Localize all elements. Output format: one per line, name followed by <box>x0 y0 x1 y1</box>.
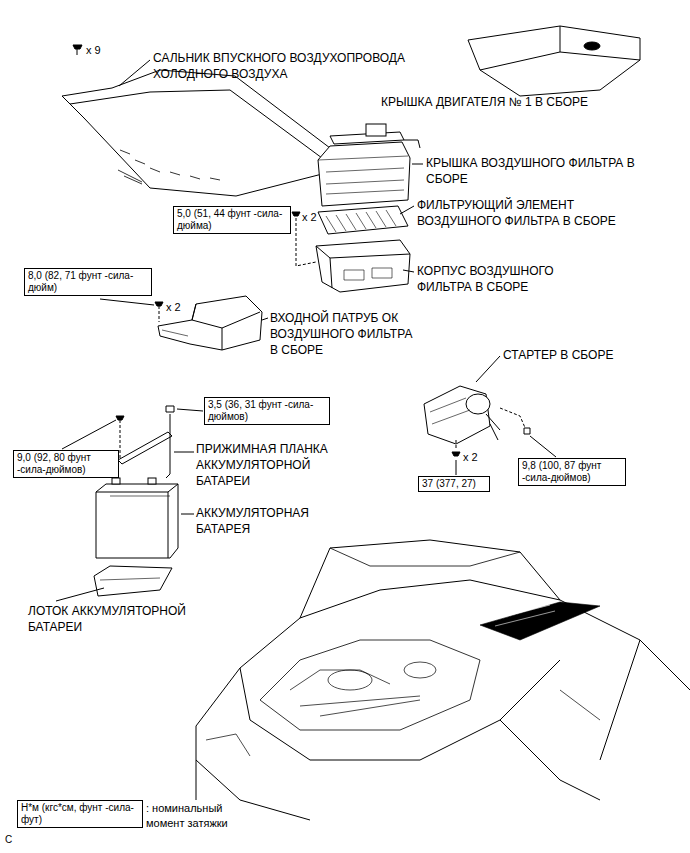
leader-line <box>56 588 104 601</box>
leader-line <box>177 409 203 411</box>
torque-box: 37 (377, 27) <box>418 476 490 492</box>
part-name: ПРИЖИМНАЯ ПЛАНКА АККУМУЛЯТОРНОЙ БАТАРЕИ <box>196 441 346 489</box>
battery <box>96 478 178 558</box>
torque-box: 5,0 (51, 44 фунт -сила-дюйма) <box>173 206 291 234</box>
torque-value: 5,0 (51, 44 фунт -сила-дюйма) <box>177 208 287 232</box>
part-name: ВХОДНОЙ ПАТРУБ ОК ВОЗДУШНОГО ФИЛЬТРА В С… <box>270 310 420 358</box>
part-name: САЛЬНИК ВПУСКНОГО ВОЗДУХОПРОВОДА ХОЛОДНО… <box>153 50 453 82</box>
torque-box: Н*м (кгс*см, фунт -сила-фут) <box>17 800 143 828</box>
torque-value: 3,5 (36, 31 фунт -сила-дюймов) <box>208 399 326 423</box>
quantity-note: x 2 <box>302 210 317 225</box>
part-name: : номинальный момент затяжки <box>146 801 251 831</box>
part-name: ФИЛЬТРУЮЩИЙ ЭЛЕМЕНТ ВОЗДУШНОГО ФИЛЬТРА В… <box>417 197 642 229</box>
torque-value: 9,8 (100, 87 фунт -сила-дюймов) <box>522 460 622 484</box>
part-name: АККУМУЛЯТОРНАЯ БАТАРЕЯ <box>196 505 346 537</box>
leader-line <box>412 164 423 165</box>
quantity-note: x 2 <box>463 450 478 465</box>
leader-line <box>181 514 194 515</box>
screw-icon <box>155 302 163 322</box>
leader-line <box>530 436 556 457</box>
part-name: КОРПУС ВОЗДУШНОГО ФИЛЬТРА В СБОРЕ <box>417 263 597 295</box>
filter-case <box>316 240 410 292</box>
leader-line <box>62 420 116 449</box>
leader-line <box>456 460 457 475</box>
starter <box>424 386 526 444</box>
quantity-note: x 9 <box>86 43 101 58</box>
air-filter-cap <box>318 124 420 206</box>
leader-line <box>100 299 154 305</box>
torque-value: 9,0 (92, 80 фунт -сила-дюймов) <box>17 452 115 476</box>
screw-icon <box>73 45 82 55</box>
part-name: КРЫШКА ВОЗДУШНОГО ФИЛЬТРА В СБОРЕ <box>426 155 671 187</box>
torque-box: 9,0 (92, 80 фунт -сила-дюймов) <box>13 450 119 478</box>
battery-clamp <box>116 406 174 478</box>
vehicle-outline <box>196 540 690 820</box>
part-name: ЛОТОК АККУМУЛЯТОРНОЙ БАТАРЕИ <box>28 603 228 635</box>
leader-line <box>119 60 150 86</box>
quantity-note: x 2 <box>166 300 181 315</box>
torque-value: 8,0 (82, 71 фунт -сила-дюйм) <box>28 270 148 294</box>
filter-element <box>318 206 408 234</box>
quantity-note: C <box>5 833 12 847</box>
torque-box: 8,0 (82, 71 фунт -сила-дюйм) <box>24 268 152 296</box>
engine-cover <box>468 26 640 96</box>
torque-box: 3,5 (36, 31 фунт -сила-дюймов) <box>204 397 330 425</box>
leader-line <box>476 356 500 382</box>
torque-value: Н*м (кгс*см, фунт -сила-фут) <box>21 802 139 826</box>
leader-line <box>262 318 268 320</box>
part-name: СТАРТЕР В СБОРЕ <box>503 347 683 363</box>
part-name: КРЫШКА ДВИГАТЕЛЯ № 1 В СБОРЕ <box>381 94 661 110</box>
leader-line <box>400 206 414 214</box>
air-inlet <box>158 296 262 350</box>
torque-box: 9,8 (100, 87 фунт -сила-дюймов) <box>518 458 626 486</box>
battery-tray <box>94 566 172 596</box>
torque-value: 37 (377, 27) <box>422 478 486 490</box>
leader-line <box>174 452 194 453</box>
leader-line <box>403 270 414 272</box>
intake-seal <box>62 70 330 196</box>
